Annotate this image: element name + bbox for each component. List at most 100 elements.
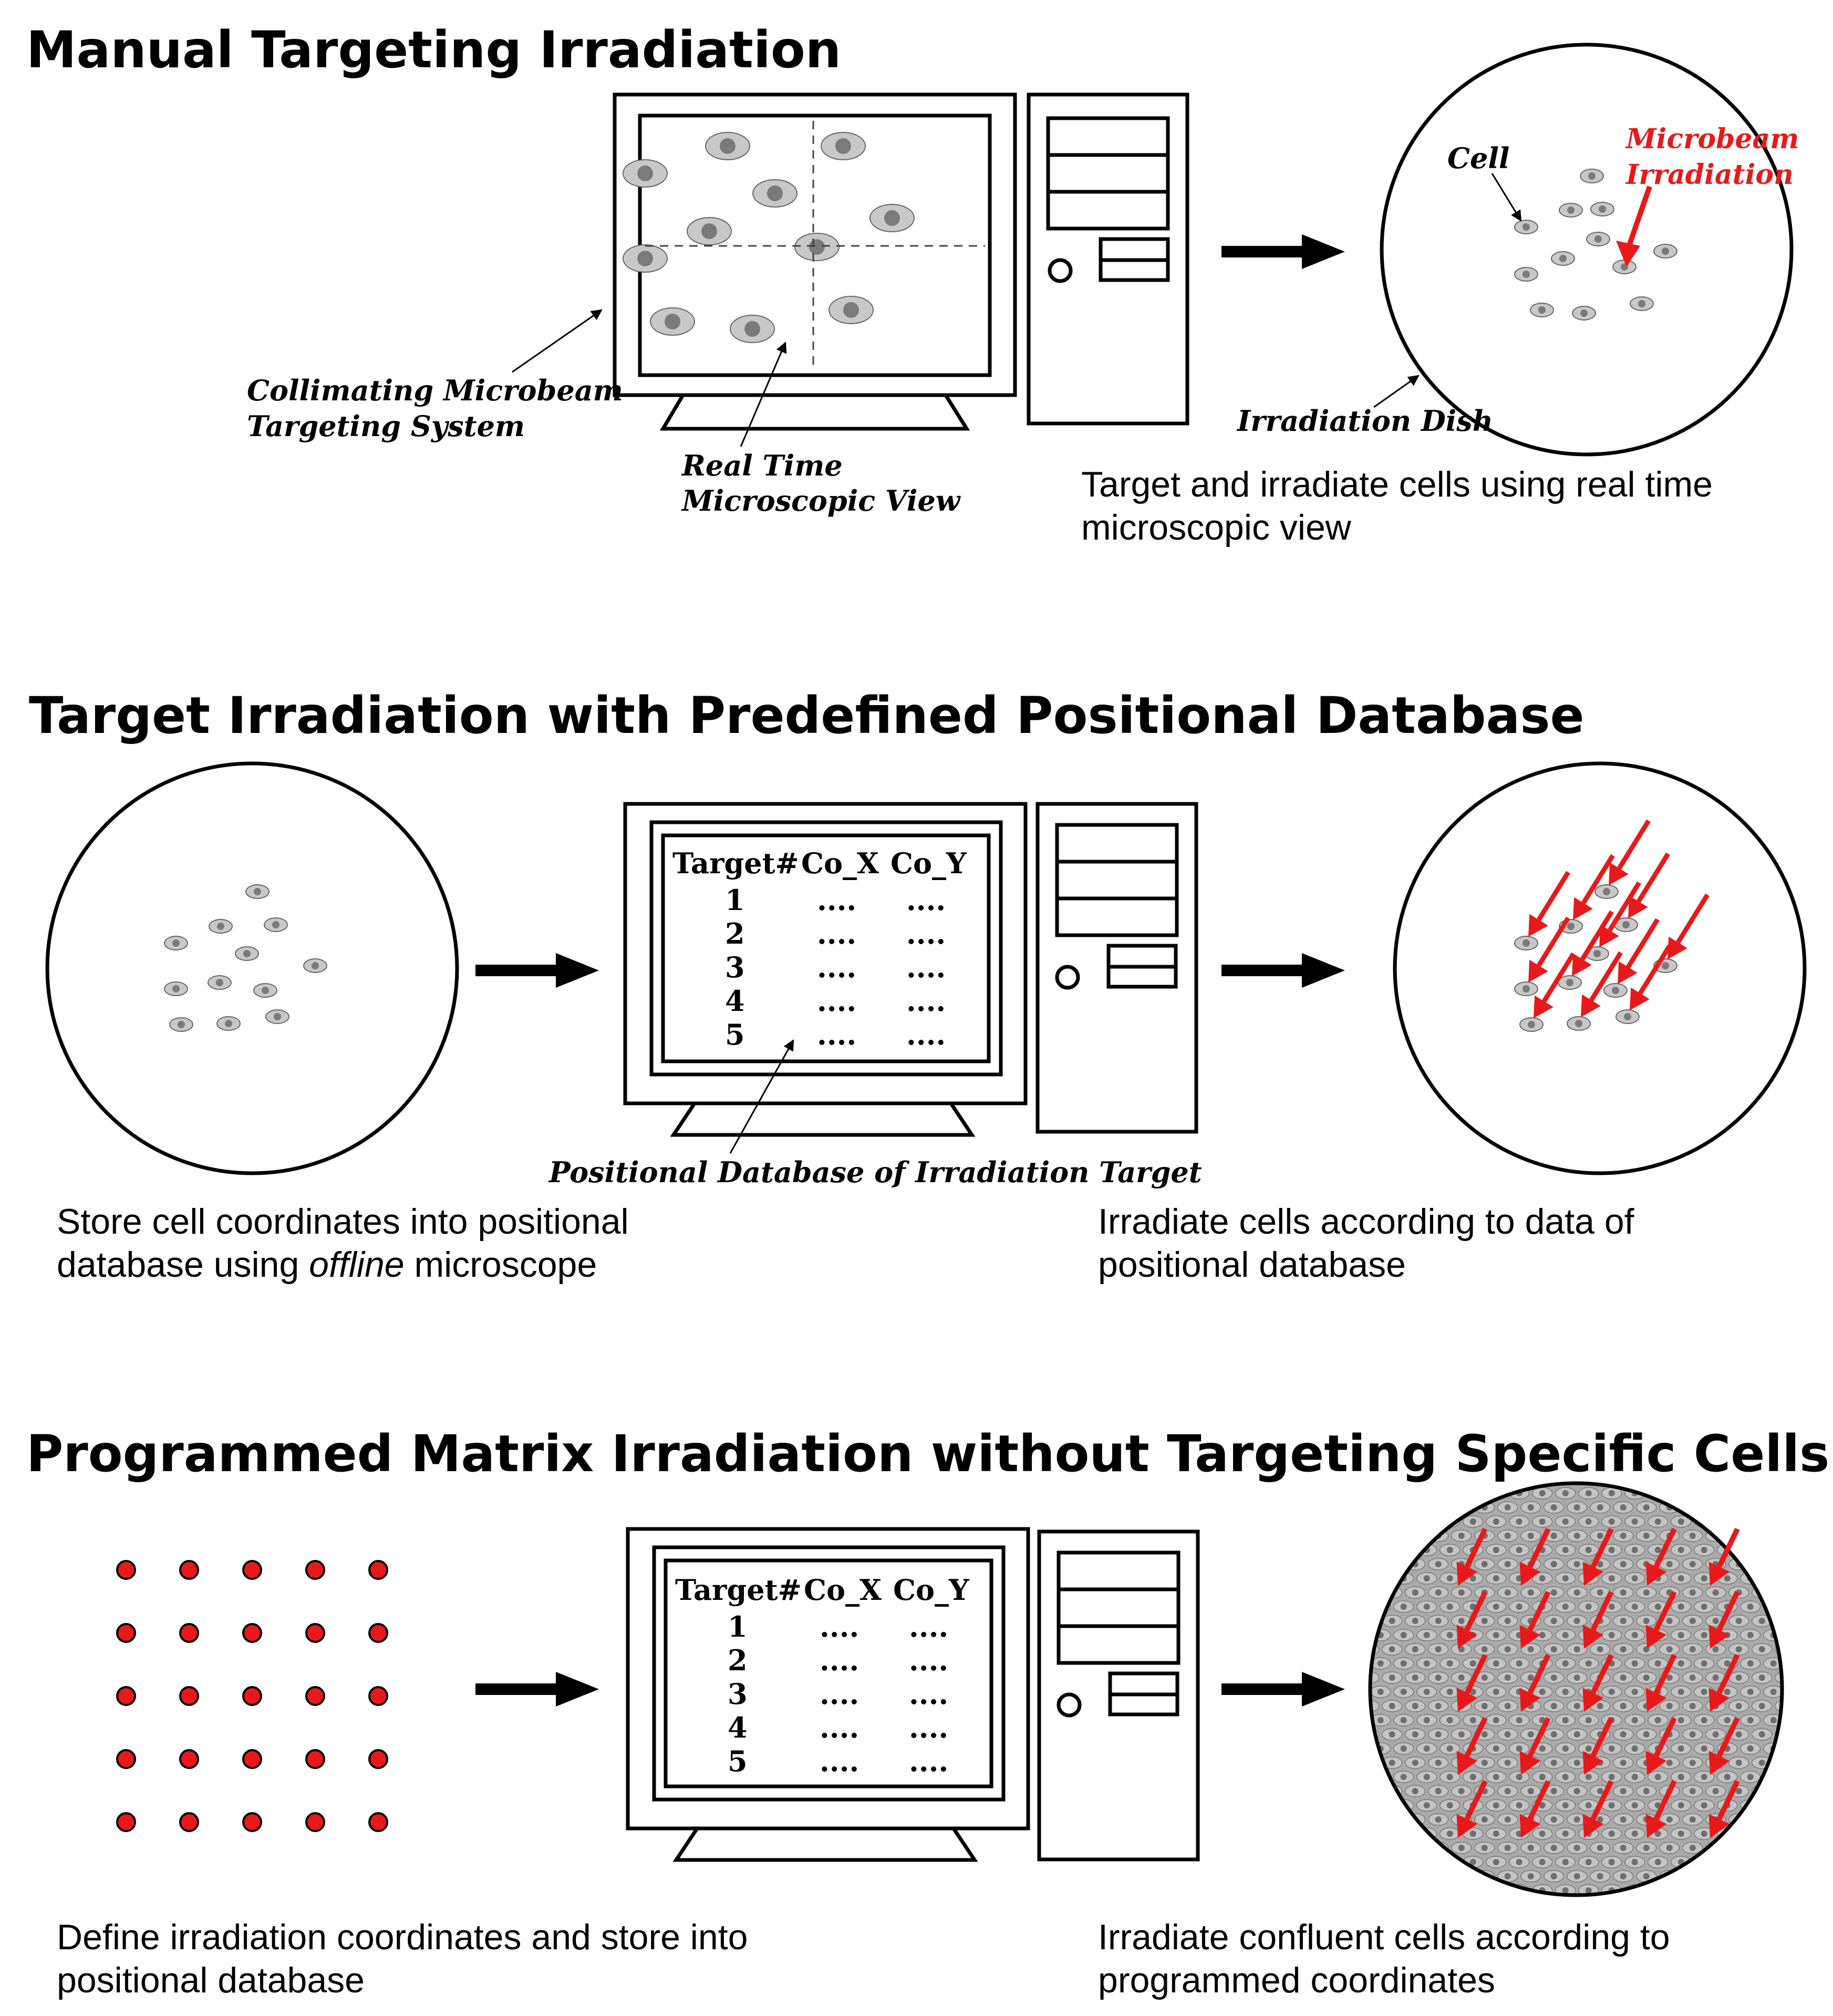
cell	[1612, 260, 1637, 274]
table-header: Co_X	[804, 1573, 882, 1607]
cell	[169, 1017, 193, 1032]
table-cell: 2	[728, 1643, 748, 1677]
beam-arrow	[1572, 910, 1614, 976]
matrix-point	[116, 1686, 136, 1706]
cell	[650, 307, 695, 336]
flow-arrow-2	[475, 953, 599, 988]
beam-arrow	[1668, 893, 1710, 959]
monitor-realtime	[613, 92, 1017, 431]
matrix-point	[116, 1623, 136, 1643]
matrix-point	[305, 1623, 325, 1643]
beam-arrow	[1582, 1653, 1614, 1712]
beam-arrow	[1708, 1527, 1740, 1586]
computer-tower-3	[1037, 1529, 1200, 1862]
label-realtime-line2: Microscopic View	[681, 484, 961, 518]
matrix-point	[305, 1686, 325, 1706]
cell	[869, 204, 915, 232]
label-targeting-system-line1: Collimating Microbeam	[247, 374, 623, 407]
table-cell: 5	[725, 1018, 745, 1051]
cell	[264, 917, 288, 932]
cell	[1614, 917, 1638, 932]
beam-arrow	[1708, 1653, 1740, 1712]
cell	[1603, 983, 1628, 998]
table-cell: ....	[909, 1610, 948, 1643]
computer-tower-1	[1027, 92, 1189, 426]
cell	[1585, 946, 1609, 961]
beam-arrow	[1645, 1590, 1677, 1649]
caption-2-right-line2: positional database	[1098, 1245, 1406, 1285]
cell	[1594, 884, 1619, 899]
matrix-point	[116, 1812, 136, 1832]
cell	[1514, 936, 1538, 950]
table-cell: ....	[909, 1711, 948, 1744]
beam-arrow	[1534, 952, 1576, 1018]
table-cell: 5	[728, 1744, 748, 1778]
table-header: Co_Y	[893, 1573, 970, 1607]
cell	[1572, 306, 1596, 321]
dish-cells	[1514, 169, 1677, 321]
section-manual-targeting: Manual Targeting Irradiation	[26, 20, 1799, 547]
beam-arrow	[1456, 1717, 1488, 1775]
matrix-point	[242, 1812, 262, 1832]
cell	[752, 179, 798, 208]
matrix-point	[368, 1686, 388, 1706]
cell	[623, 159, 668, 188]
microscope-cells	[623, 132, 915, 343]
beam-arrow	[1582, 1527, 1614, 1586]
matrix-point	[116, 1560, 136, 1580]
cell	[303, 958, 327, 973]
matrix-point	[179, 1623, 199, 1643]
caption-1-line2: microscopic view	[1081, 508, 1352, 547]
cell	[235, 946, 259, 961]
beam-arrows	[1456, 1527, 1740, 1838]
flow-arrow-1	[1221, 234, 1345, 269]
cell	[1653, 244, 1677, 259]
table-header: Target#	[675, 1573, 802, 1607]
table-cell: ....	[906, 984, 946, 1018]
section-title-predefined-database: Target Irradiation with Predefined Posit…	[29, 686, 1585, 745]
table-cell: 3	[725, 950, 745, 984]
cell	[1590, 202, 1614, 216]
table-cell: ....	[906, 917, 946, 950]
section-title-programmed-matrix: Programmed Matrix Irradiation without Ta…	[26, 1424, 1829, 1483]
cell	[1586, 232, 1610, 246]
cell	[623, 244, 668, 273]
caption-3-right-line2: programmed coordinates	[1098, 1960, 1495, 2000]
beam-arrow	[1456, 1653, 1488, 1712]
cell	[1514, 981, 1538, 996]
label-microbeam-line2: Irradiation	[1625, 159, 1794, 191]
targeted-dish	[1393, 761, 1807, 1175]
cell	[1514, 267, 1538, 282]
table-cell: ....	[820, 1744, 859, 1778]
cell	[1558, 975, 1582, 990]
cell	[164, 981, 188, 996]
cell	[821, 132, 866, 160]
caption-1-line1: Target and irradiate cells using real ti…	[1081, 464, 1713, 504]
table-cell: ....	[817, 1018, 856, 1051]
cell	[265, 1009, 289, 1024]
beam-arrow	[1609, 819, 1651, 885]
matrix-point	[368, 1623, 388, 1643]
caption-3-left-line1: Define irradiation coordinates and store…	[57, 1917, 748, 1957]
matrix-point	[305, 1560, 325, 1580]
beam-arrow	[1582, 1780, 1614, 1838]
beam-arrow	[1456, 1590, 1488, 1649]
matrix-point	[179, 1686, 199, 1706]
table-cell: 2	[725, 917, 745, 950]
label-irradiation-dish: Irradiation Dish	[1236, 404, 1493, 438]
table-cell: ....	[820, 1711, 859, 1744]
matrix-coordinate-grid	[116, 1560, 388, 1832]
table-cell: ....	[906, 950, 946, 984]
cell	[245, 884, 270, 899]
matrix-point	[242, 1560, 262, 1580]
matrix-point	[368, 1749, 388, 1769]
cell	[209, 919, 233, 934]
label-realtime-line1: Real Time	[681, 449, 843, 482]
matrix-point	[179, 1749, 199, 1769]
table-cell: 4	[725, 984, 745, 1018]
caption-2-right-line1: Irradiate cells according to data of	[1098, 1202, 1634, 1242]
beam-arrow	[1599, 881, 1641, 947]
label-targeting-system-line2: Targeting System	[247, 409, 525, 443]
